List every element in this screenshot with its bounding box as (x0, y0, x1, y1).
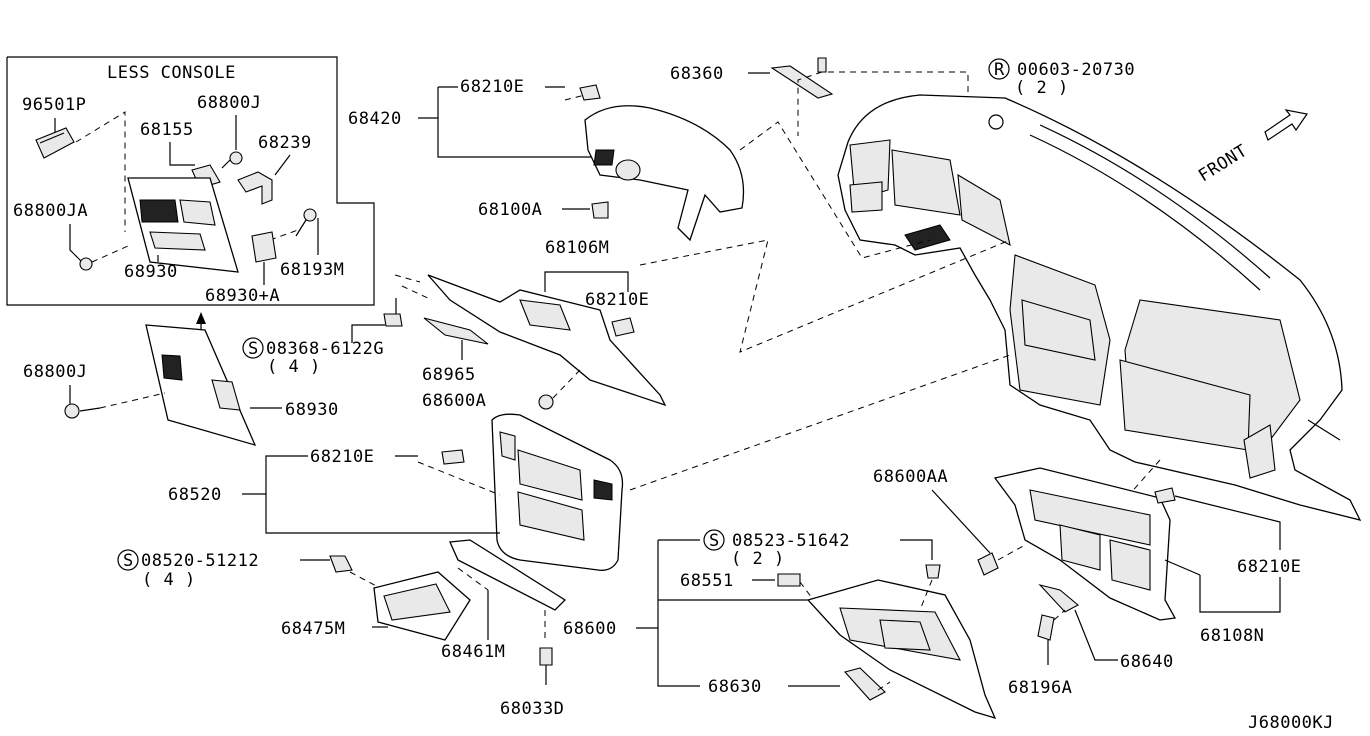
68930-panel-group: 68800J 68930 (23, 324, 339, 447)
label-08520: 08520-51212 (141, 551, 259, 571)
diagram-code: J68000KJ (1248, 713, 1334, 733)
68239-bracket (237, 171, 273, 205)
68210e-clip-right (1154, 487, 1176, 504)
label-68800j: 68800J (23, 362, 87, 382)
68210e-clip-lower (441, 449, 465, 465)
qty-08520: ( 4 ) (142, 570, 196, 590)
front-label: FRONT (1195, 141, 1251, 186)
label-68100a: 68100A (478, 200, 542, 220)
68600a-screw (538, 394, 554, 410)
label-68965: 68965 (422, 365, 476, 385)
connector-lines (629, 121, 1161, 506)
68600-glovebox-group: S 08523-51642 ( 2 ) 68551 68600 68630 (563, 529, 997, 720)
68100a-part (591, 201, 609, 219)
68106m-panel-group: 68106M 68210E 68965 68600A S 08368-6122G… (242, 238, 667, 411)
68800j-screw-inset (229, 151, 243, 165)
68193m-screw (303, 208, 317, 222)
front-arrow-group: FRONT (1195, 109, 1309, 186)
r-circle-00603 (988, 58, 1010, 80)
label-68600: 68600 (563, 619, 617, 639)
less-console-inset: LESS CONSOLE 96501P 68800J 68155 68239 6… (6, 56, 375, 306)
68475m-pocket-group: S 08520-51212 ( 4 ) 68475M (117, 549, 471, 641)
68930-panel (145, 324, 257, 447)
label-68600aa: 68600AA (873, 467, 948, 487)
08520-screw (329, 555, 353, 573)
68106m-panel (427, 274, 667, 407)
08523-screw (925, 564, 941, 579)
68461m-tray (449, 539, 567, 611)
label-68930-inset: 68930 (124, 262, 178, 282)
label-68475m: 68475M (281, 619, 345, 639)
96501p-part (35, 127, 75, 159)
label-68360: 68360 (670, 64, 724, 84)
s-symbol-08368: S (248, 339, 259, 359)
qty-00603: ( 2 ) (1015, 78, 1069, 98)
label-68640: 68640 (1120, 652, 1174, 672)
68551-bolt (777, 573, 801, 587)
label-68800j-inset: 68800J (197, 93, 261, 113)
68108n-bracket-group: 68600AA 68210E 68108N 68640 68196A (873, 467, 1301, 698)
label-68210e-top: 68210E (460, 77, 524, 97)
68420-lid (584, 105, 745, 242)
front-arrow-icon (1264, 109, 1309, 141)
68800ja-screw (79, 257, 93, 271)
68033d-screw (539, 647, 553, 666)
inset-title: LESS CONSOLE (107, 63, 236, 83)
68461m-tray-group: 68461M 68033D (441, 539, 567, 719)
08368-bolt (383, 313, 403, 327)
68360-group: 68360 R 00603-20730 ( 2 ) (670, 57, 1135, 136)
68196a-bolt (1037, 614, 1055, 641)
68600aa-screw (977, 552, 999, 576)
label-96501p: 96501P (22, 95, 86, 115)
68420-cluster-lid-group: 68420 68210E 68100A (348, 77, 745, 242)
68210e-clip-top (579, 84, 601, 101)
label-68106m: 68106M (545, 238, 609, 258)
label-68461m: 68461M (441, 642, 505, 662)
68640-bracket (1038, 584, 1079, 613)
label-68196a: 68196A (1008, 678, 1072, 698)
s-symbol-08520: S (123, 551, 134, 571)
label-68551: 68551 (680, 571, 734, 591)
qty-08368: ( 4 ) (267, 357, 321, 377)
instrument-panel-group (837, 94, 1362, 521)
label-68239: 68239 (258, 133, 312, 153)
68360-strip (770, 65, 834, 99)
label-08523: 08523-51642 (732, 531, 850, 551)
label-68155: 68155 (140, 120, 194, 140)
r-symbol-00603: R (994, 60, 1005, 80)
label-68193m: 68193M (280, 260, 344, 280)
68930a-plate (251, 231, 277, 263)
68965-trim (423, 317, 489, 345)
s-symbol-08523: S (709, 531, 720, 551)
label-08368: 08368-6122G (266, 339, 384, 359)
s-circle-08368 (242, 337, 264, 359)
label-68420: 68420 (348, 109, 402, 129)
68210e-clip-mid (611, 317, 635, 337)
label-68800ja: 68800JA (13, 201, 88, 221)
qty-08523: ( 2 ) (731, 549, 785, 569)
68520-finisher-group: 68210E 68520 (168, 413, 624, 571)
s-circle-08523 (703, 529, 725, 551)
68360-screw (817, 57, 827, 73)
label-68930a: 68930+A (205, 286, 280, 306)
68930-panel-inset (127, 177, 239, 273)
label-68210e-lower: 68210E (310, 447, 374, 467)
label-68033d: 68033D (500, 699, 564, 719)
s-circle-08520 (117, 549, 139, 571)
label-00603: 00603-20730 (1017, 60, 1135, 80)
label-68210e-right: 68210E (1237, 557, 1301, 577)
68630-latch (843, 667, 886, 701)
68800j-screw (64, 403, 80, 419)
label-68630: 68630 (708, 677, 762, 697)
label-68520: 68520 (168, 485, 222, 505)
label-68930: 68930 (285, 400, 339, 420)
label-68108n: 68108N (1200, 626, 1264, 646)
label-68210e-mid: 68210E (585, 290, 649, 310)
label-68600a: 68600A (422, 391, 486, 411)
